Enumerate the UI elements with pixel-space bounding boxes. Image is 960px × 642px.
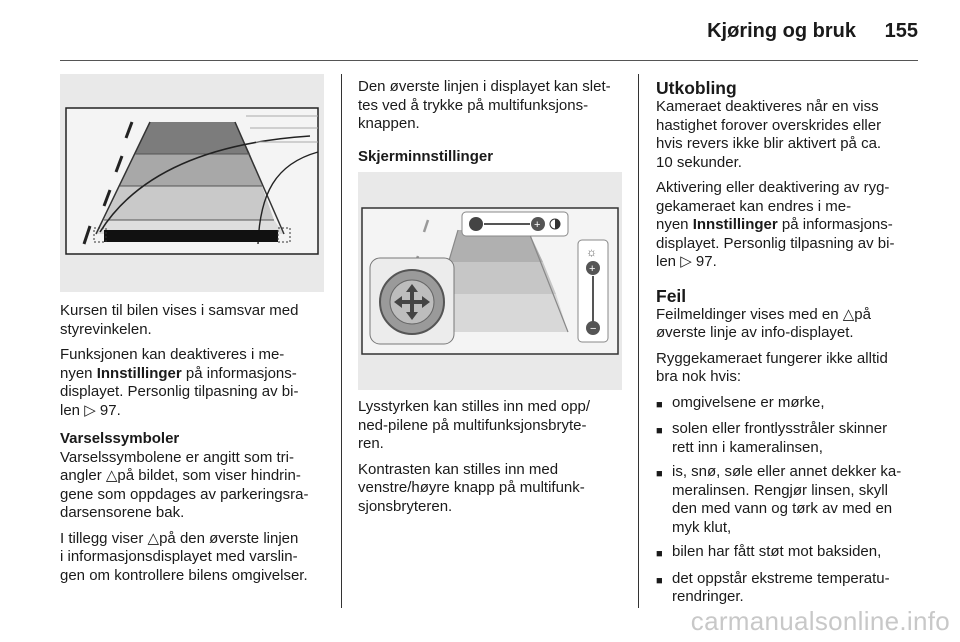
paragraph-camera-limits: Ryggekameraet fungerer ikke alltid bra n… — [656, 349, 888, 386]
heading-screen-settings: Skjerminnstillinger — [358, 147, 494, 165]
screen-settings-figure: + ☼ + − — [358, 172, 622, 390]
bullet-square-icon: ■ — [656, 425, 663, 437]
reference-arrow-icon: ▷ — [84, 401, 100, 419]
svg-text:☼: ☼ — [586, 245, 597, 259]
bullet-square-icon: ■ — [656, 548, 663, 560]
page-reference[interactable]: 97. — [99, 401, 121, 419]
column-3: Utkobling Kameraet deaktiveres når en vi… — [656, 78, 926, 613]
menu-name-settings: Innstillinger — [692, 216, 778, 233]
paragraph-warning-symbols: Varselssymbolene er angitt som tri- angl… — [60, 448, 309, 522]
watermark: carmanualsonline.info — [690, 606, 950, 636]
heading-deactivation: Utkobling — [656, 78, 737, 98]
bullet-square-icon: ■ — [656, 574, 663, 587]
paragraph-clear-top-line: Den øverste linjen i displayet kan slet-… — [358, 78, 611, 132]
page-header: Kjøring og bruk 155 — [0, 0, 960, 61]
column-2-top: Den øverste linjen i displayet kan slet-… — [358, 78, 628, 166]
column-divider-1 — [341, 74, 342, 608]
paragraph-top-line-warning: I tillegg viser △på den øverste linjen i… — [60, 529, 308, 584]
column-divider-2 — [638, 74, 639, 608]
header-divider — [60, 60, 918, 61]
paragraph-course: Kursen til bilen vises i samsvar med sty… — [60, 302, 299, 338]
screen-settings-illustration: + ☼ + − — [361, 207, 619, 355]
rear-camera-guide-illustration — [65, 107, 319, 255]
column-2-bottom: Lysstyrken kan stilles inn med opp/ ned-… — [358, 398, 628, 523]
list-item: ■ bilen har fått støt mot baksiden, — [656, 543, 926, 564]
heading-fault: Feil — [656, 285, 687, 306]
paragraph-fault-messages: Feilmeldinger vises med en △på øverste l… — [656, 305, 871, 342]
menu-name-settings: Innstillinger — [96, 364, 182, 382]
list-item: ■ is, snø, søle eller annet dekker ka-me… — [656, 463, 902, 536]
warning-triangle-icon: △ — [842, 305, 855, 323]
svg-text:+: + — [534, 219, 540, 231]
bullet-square-icon: ■ — [656, 398, 663, 411]
paragraph-contrast: Kontrasten kan stilles inn med venstre/h… — [358, 460, 585, 515]
warning-triangle-icon: △ — [147, 529, 160, 547]
svg-text:−: − — [590, 323, 596, 335]
warning-triangle-icon: △ — [105, 467, 118, 484]
heading-warning-symbols: Varselssymboler — [60, 430, 180, 447]
svg-text:+: + — [589, 263, 595, 275]
section-title: Kjøring og bruk — [707, 20, 856, 42]
condition-bullet-list: ■ omgivelsene er mørke, ■ solen eller fr… — [656, 394, 926, 607]
column-1: Kursen til bilen vises i samsvar med sty… — [60, 302, 330, 592]
list-item: ■ det oppstår ekstreme temperatu-rendrin… — [656, 569, 890, 606]
page-number: 155 — [884, 20, 918, 42]
bullet-square-icon: ■ — [656, 468, 663, 480]
list-item: ■ omgivelsene er mørke, — [656, 394, 926, 415]
paragraph-deactivate: Funksjonen kan deaktiveres i me- nyen In… — [60, 346, 299, 419]
paragraph-deactivation: Kameraet deaktiveres når en viss hastigh… — [656, 98, 882, 171]
paragraph-activation-settings: Aktivering eller deaktivering av ryg- ge… — [656, 179, 895, 270]
paragraph-brightness: Lysstyrken kan stilles inn med opp/ ned-… — [358, 398, 591, 452]
reference-arrow-icon: ▷ — [680, 253, 696, 270]
rear-camera-guide-figure — [60, 74, 324, 292]
page-reference[interactable]: 97. — [695, 253, 717, 270]
